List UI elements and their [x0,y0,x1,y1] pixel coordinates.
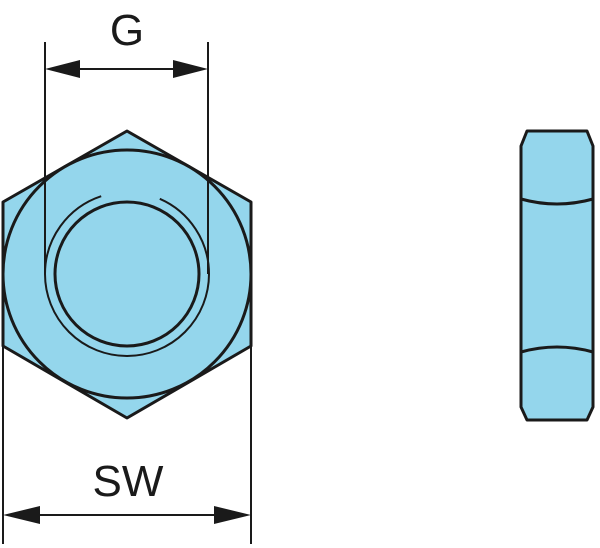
nut-side-view [519,129,595,422]
label-sw: SW [93,457,164,506]
arrowhead-right [214,506,251,524]
label-g: G [110,6,144,55]
lower-flat-edge [520,345,594,354]
upper-flat-edge [520,197,594,206]
arrowhead-left [45,60,80,78]
dimension-sw: SW [2,346,252,544]
nut-front-view [1,129,253,420]
arrowhead-right [173,60,208,78]
chamfer-circle [1,148,253,400]
side-outline [519,129,595,422]
dimension-g: G [44,6,209,274]
arrowhead-left [3,506,40,524]
bore-hole [53,200,201,348]
